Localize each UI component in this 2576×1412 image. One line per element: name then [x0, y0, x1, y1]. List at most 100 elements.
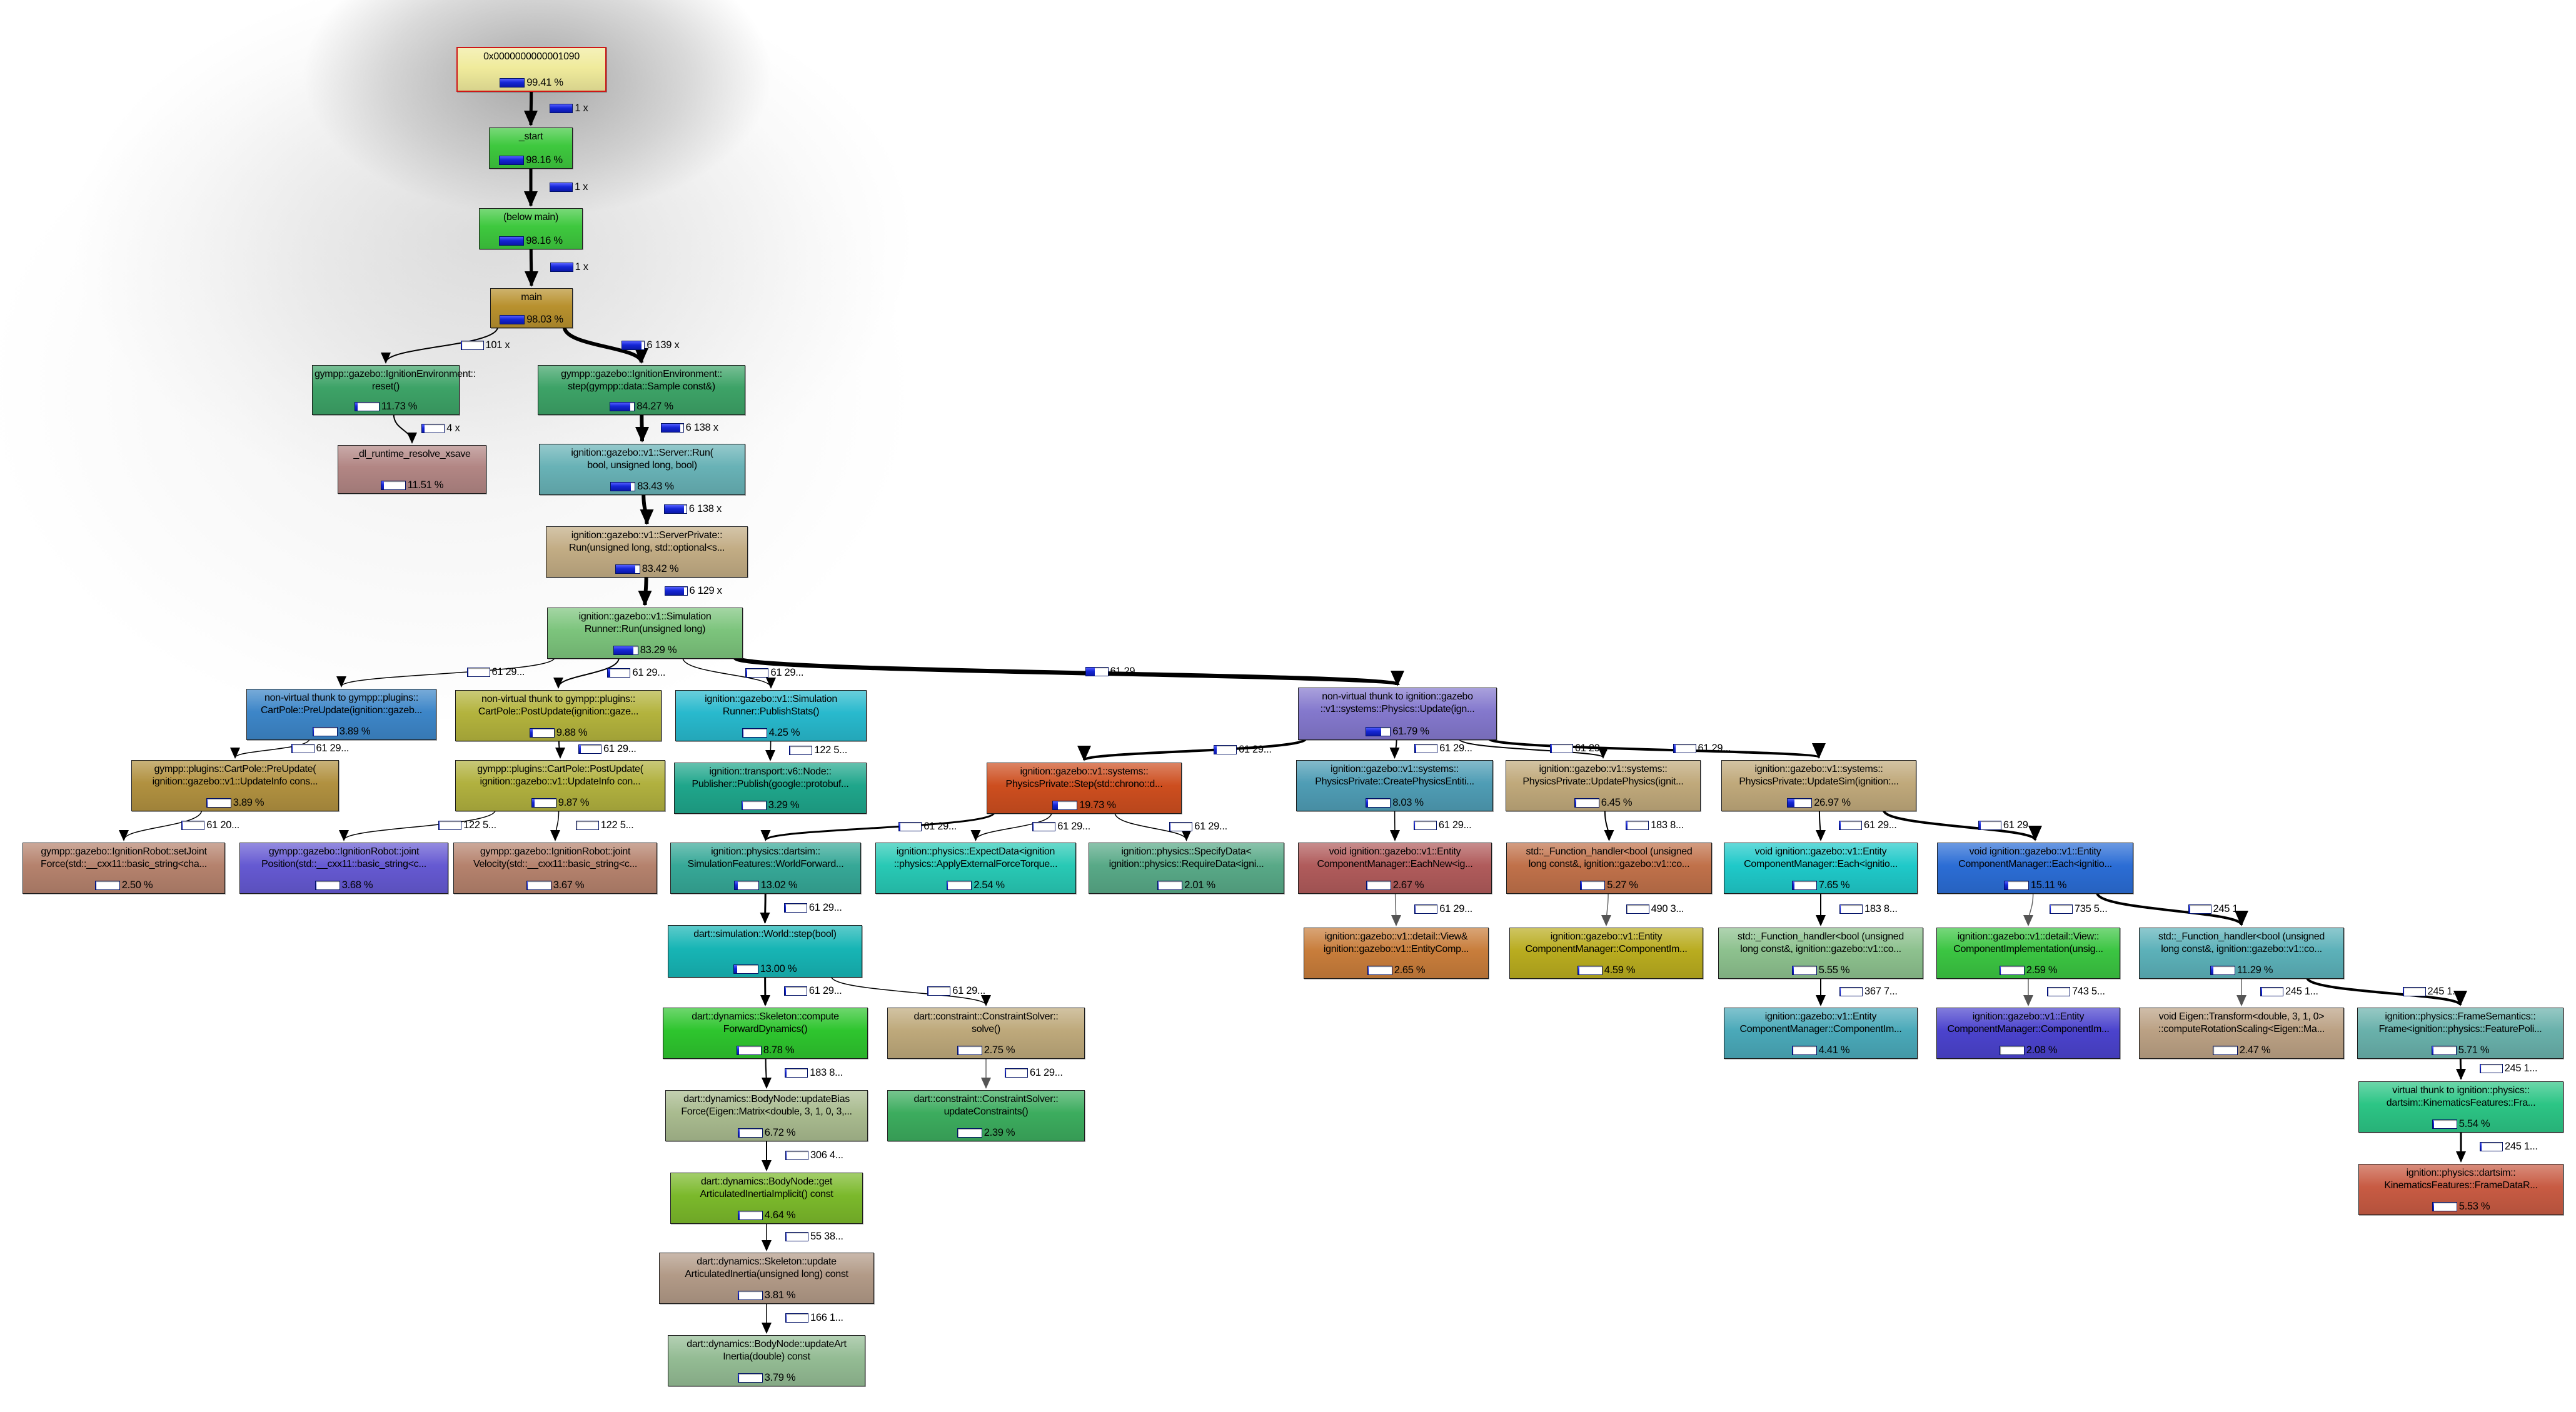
- node-solve[interactable]: dart::constraint::ConstraintSolver::solv…: [887, 1008, 1085, 1059]
- node-post_thunk[interactable]: non-virtual thunk to gympp::plugins::Car…: [455, 690, 662, 741]
- edge-label-wstep-skelc: 61 29...: [783, 985, 842, 997]
- node-wfwd[interactable]: ignition::physics::dartsim::SimulationFe…: [670, 843, 861, 894]
- self-time-percent: 9.87 %: [458, 797, 663, 809]
- node-cp_pre[interactable]: gympp::plugins::CartPole::PreUpdate(igni…: [131, 760, 339, 811]
- percent-value: 2.54 %: [974, 879, 1005, 891]
- percent-value: 4.41 %: [1818, 1044, 1850, 1056]
- node-reset[interactable]: gympp::gazebo::IgnitionEnvironment::rese…: [312, 365, 476, 415]
- percent-value: 2.39 %: [984, 1127, 1015, 1138]
- node-viewci[interactable]: ignition::gazebo::v1::detail::View::Comp…: [1936, 928, 2120, 979]
- percent-bar-icon: [621, 340, 645, 350]
- node-vthunk[interactable]: virtual thunk to ignition::physics::dart…: [2358, 1081, 2563, 1133]
- self-time-percent: 8.03 %: [1299, 797, 1491, 809]
- percent-bar-icon: [733, 964, 758, 974]
- node-pre_thunk[interactable]: non-virtual thunk to gympp::plugins::Car…: [246, 689, 436, 740]
- edge-cp_post-jvel: [550, 809, 561, 841]
- node-ppcreate[interactable]: ignition::gazebo::v1::systems::PhysicsPr…: [1296, 760, 1493, 811]
- self-time-percent: 2.50 %: [25, 879, 223, 891]
- function-name: dart::constraint::ConstraintSolver::solv…: [913, 1011, 1059, 1034]
- edge-call-count: 743 5...: [2072, 986, 2105, 997]
- self-time-percent: 13.00 %: [670, 963, 860, 975]
- self-time-percent: 26.97 %: [1724, 797, 1914, 809]
- self-time-percent: 99.41 %: [460, 77, 603, 89]
- percent-bar-icon: [2047, 987, 2070, 996]
- percent-bar-icon: [1577, 966, 1602, 975]
- edge-call-count: 61 29...: [1439, 743, 1472, 754]
- percent-bar-icon: [785, 1151, 808, 1160]
- node-below[interactable]: (below main)98.16 %: [479, 208, 583, 249]
- percent-bar-icon: [354, 402, 380, 411]
- node-uconstr[interactable]: dart::constraint::ConstraintSolver::upda…: [887, 1090, 1085, 1141]
- node-wstep[interactable]: dart::simulation::World::step(bool)13.00…: [668, 925, 862, 978]
- percent-bar-icon: [1366, 727, 1391, 736]
- edge-label-fh1129-crot: 245 1...: [2260, 986, 2318, 998]
- node-fdata[interactable]: ignition::physics::dartsim::KinematicsFe…: [2358, 1164, 2563, 1215]
- self-time-percent: 98.16 %: [481, 235, 580, 247]
- self-time-percent: 5.55 %: [1721, 964, 1921, 976]
- percent-bar-icon: [783, 986, 807, 996]
- percent-value: 2.59 %: [2026, 964, 2058, 976]
- node-specd[interactable]: ignition::physics::SpecifyData<ignition:…: [1089, 843, 1284, 894]
- edge-call-count: 6 129 x: [689, 585, 722, 596]
- edge-call-count: 61 29...: [808, 902, 842, 913]
- percent-bar-icon: [1367, 966, 1392, 975]
- percent-bar-icon: [785, 1068, 808, 1078]
- node-view265[interactable]: ignition::gazebo::v1::detail::View&ignit…: [1304, 928, 1489, 979]
- edge-call-count: 61 29...: [923, 821, 957, 832]
- self-time-percent: 11.29 %: [2141, 964, 2342, 976]
- node-step[interactable]: gympp::gazebo::IgnitionEnvironment::step…: [538, 365, 745, 415]
- node-ppstep[interactable]: ignition::gazebo::v1::systems::PhysicsPr…: [987, 763, 1182, 814]
- edge-call-count: 61 29...: [491, 666, 525, 678]
- percent-bar-icon: [737, 1291, 763, 1300]
- node-spriv[interactable]: ignition::gazebo::v1::ServerPrivate::Run…: [546, 526, 748, 578]
- node-ppupdphys[interactable]: ignition::gazebo::v1::systems::PhysicsPr…: [1506, 760, 1701, 811]
- node-phys_thunk[interactable]: non-virtual thunk to ignition::gazebo::v…: [1298, 688, 1497, 740]
- self-time-percent: 13.02 %: [673, 879, 858, 891]
- percent-bar-icon: [947, 881, 972, 890]
- node-fsem[interactable]: ignition::physics::FrameSemantics::Frame…: [2357, 1008, 2563, 1059]
- node-expd[interactable]: ignition::physics::ExpectData<ignition::…: [875, 843, 1076, 894]
- percent-bar-icon: [550, 263, 573, 272]
- edge-label-each765-fh555: 183 8...: [1839, 903, 1898, 915]
- percent-bar-icon: [1839, 987, 1863, 996]
- edge-label-start-below: 1 x: [550, 181, 588, 193]
- percent-bar-icon: [898, 822, 922, 831]
- node-cp_post[interactable]: gympp::plugins::CartPole::PostUpdate(ign…: [455, 760, 665, 811]
- node-publish[interactable]: ignition::transport::v6::Node::Publisher…: [674, 763, 867, 814]
- percent-value: 4.59 %: [1604, 964, 1636, 976]
- node-srun[interactable]: ignition::gazebo::v1::Server::Run(bool, …: [539, 444, 745, 495]
- self-time-percent: 3.67 %: [456, 879, 655, 891]
- node-ppupdsim[interactable]: ignition::gazebo::v1::systems::PhysicsPr…: [1721, 760, 1916, 811]
- function-name: gympp::gazebo::IgnitionEnvironment::step…: [561, 369, 722, 392]
- self-time-percent: 4.64 %: [673, 1209, 860, 1221]
- percent-bar-icon: [500, 78, 525, 88]
- node-crot[interactable]: void Eigen::Transform<double, 3, 1, 0>::…: [2139, 1008, 2344, 1059]
- percent-bar-icon: [737, 1128, 763, 1138]
- self-time-percent: 9.88 %: [458, 727, 659, 739]
